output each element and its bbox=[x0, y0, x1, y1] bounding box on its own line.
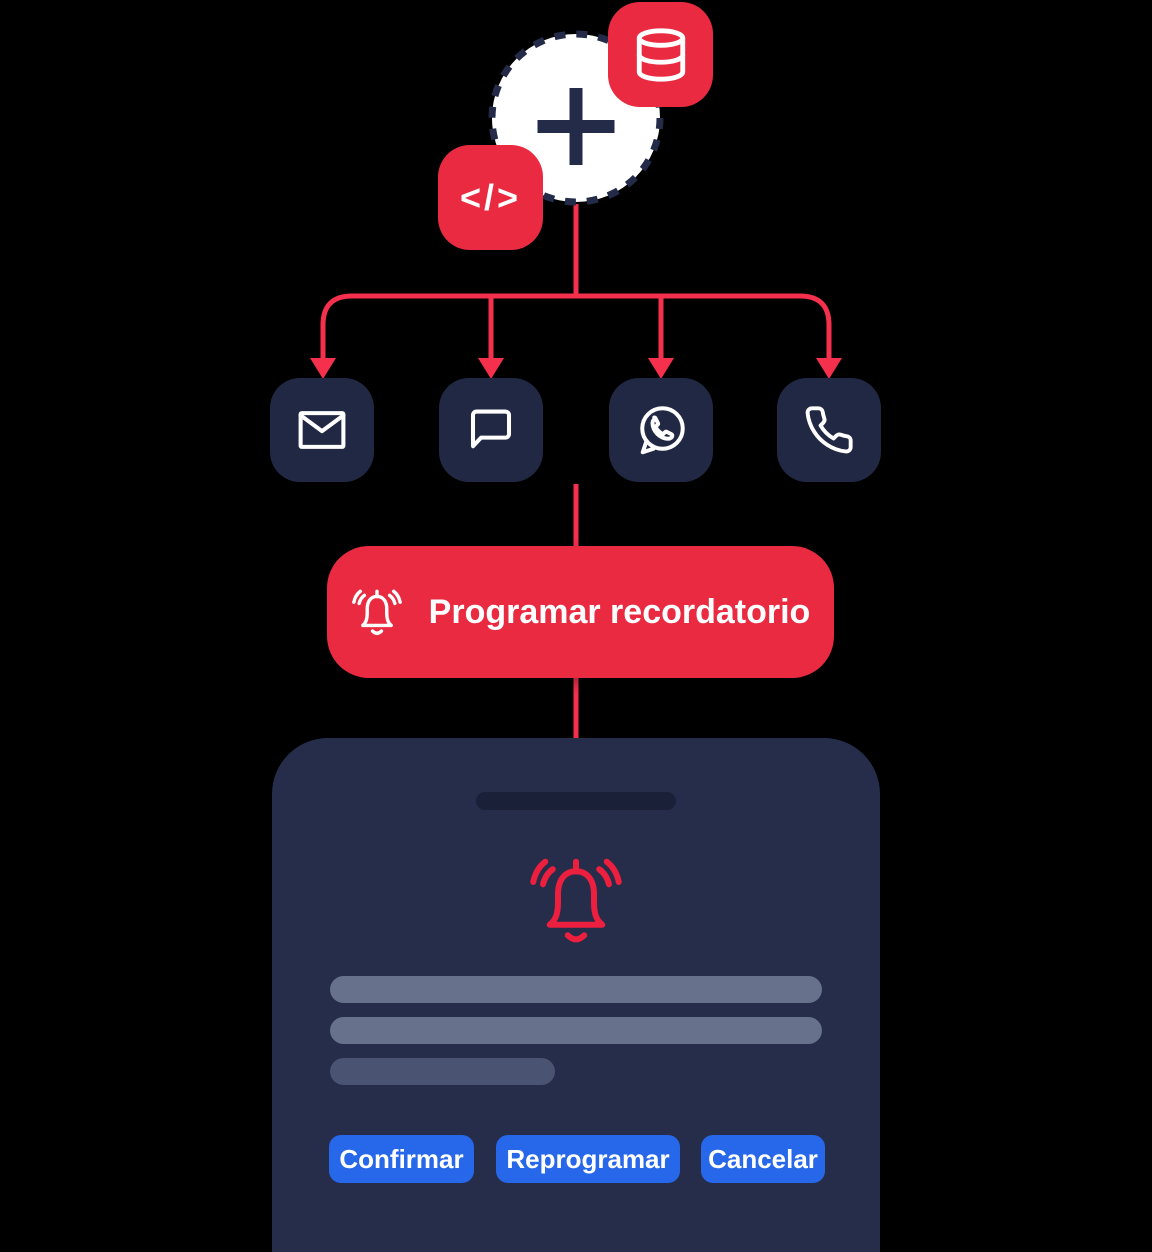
arrowhead-email bbox=[310, 358, 336, 379]
channel-tile-email[interactable] bbox=[270, 378, 374, 482]
bell-ringing-icon bbox=[530, 858, 622, 943]
confirm-button[interactable]: Confirmar bbox=[329, 1135, 474, 1183]
database-icon bbox=[636, 27, 685, 82]
drag-handle[interactable] bbox=[476, 792, 676, 810]
code-badge: </> bbox=[438, 145, 543, 250]
reminder-button[interactable]: Programar recordatorio bbox=[327, 546, 834, 678]
reminder-button-label: Programar recordatorio bbox=[428, 592, 811, 631]
reschedule-button[interactable]: Reprogramar bbox=[496, 1135, 680, 1183]
channel-tile-whatsapp[interactable] bbox=[609, 378, 713, 482]
whatsapp-icon bbox=[640, 406, 685, 455]
mail-icon bbox=[298, 411, 346, 449]
plus-icon bbox=[537, 88, 615, 165]
arrowhead-call bbox=[816, 358, 842, 379]
code-icon-label: </> bbox=[459, 176, 522, 218]
channel-tile-sms[interactable] bbox=[439, 378, 543, 482]
notification-card: Confirmar Reprogramar Cancelar bbox=[272, 738, 880, 1252]
connector-branch-left bbox=[320, 293, 576, 360]
arrowhead-sms bbox=[478, 358, 504, 379]
database-badge bbox=[608, 2, 713, 107]
channel-tile-call[interactable] bbox=[777, 378, 881, 482]
text-placeholder-line-1 bbox=[330, 976, 822, 1003]
text-placeholder-line-2 bbox=[330, 1017, 822, 1044]
bell-icon bbox=[351, 589, 402, 636]
cancel-button[interactable]: Cancelar bbox=[701, 1135, 825, 1183]
text-placeholder-line-3 bbox=[330, 1058, 555, 1085]
phone-icon bbox=[805, 406, 853, 454]
connector-branch-right bbox=[576, 293, 832, 360]
chat-bubble-icon bbox=[470, 409, 512, 449]
arrowhead-whatsapp bbox=[648, 358, 674, 379]
